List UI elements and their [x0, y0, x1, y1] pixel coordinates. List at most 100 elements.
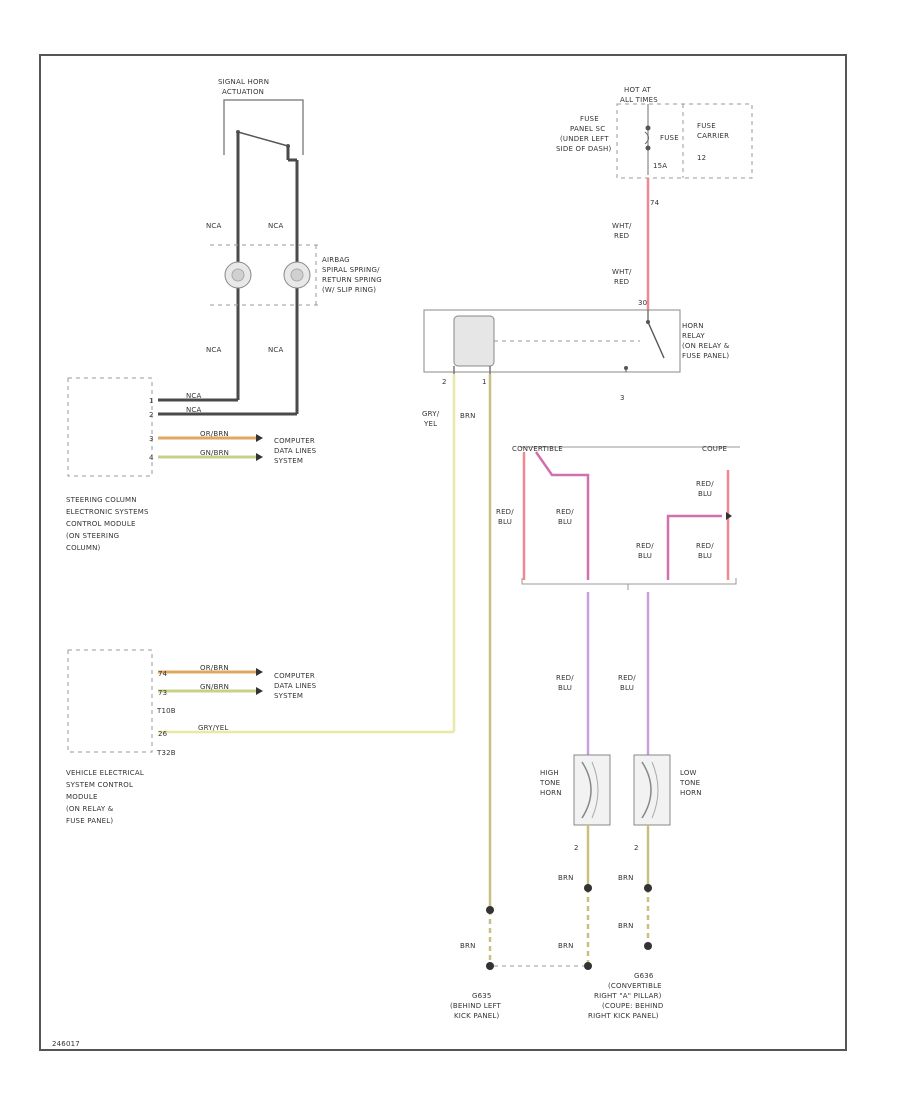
ground-right-label-5: RIGHT KICK PANEL)	[588, 1012, 659, 1020]
horn-relay-label-3: (ON RELAY &	[682, 342, 730, 350]
vescm-label-1: VEHICLE ELECTRICAL	[66, 769, 144, 777]
computer-data-lines-2b: DATA LINES	[274, 682, 317, 690]
vescm-wire-1: OR/BRN	[200, 664, 229, 672]
fuse-panel-sc	[616, 103, 753, 179]
computer-data-lines-1b: DATA LINES	[274, 447, 317, 455]
sccm-pin-4: 4	[149, 454, 154, 462]
brn-relay: BRN	[460, 412, 476, 420]
sccm-label-1: STEERING COLUMN	[66, 496, 137, 504]
ground-right-label-1: G636	[634, 972, 654, 980]
ground-right-label-2: (CONVERTIBLE	[608, 982, 662, 990]
nca-label-2: NCA	[268, 222, 284, 230]
fuse-number: 12	[697, 154, 706, 162]
fuse-panel-label-1: FUSE	[580, 115, 599, 123]
computer-data-lines-1a: COMPUTER	[274, 437, 315, 445]
wht-red-1a: WHT/	[612, 222, 632, 230]
t10b-label: T10B	[156, 707, 176, 715]
low-horn-pin-2: 2	[634, 844, 639, 852]
relay-pin-2: 2	[442, 378, 447, 386]
diagram-frame	[39, 54, 847, 1051]
airbag-label-2: SPIRAL SPRING/	[322, 266, 380, 274]
horn-relay-label-2: RELAY	[682, 332, 705, 340]
hot-at-label: HOT AT	[624, 86, 652, 94]
vescm-label-3: MODULE	[66, 793, 98, 801]
brn-label-1: BRN	[558, 874, 574, 882]
red-blu-4a: RED/	[636, 542, 654, 550]
nca-label-1: NCA	[206, 222, 222, 230]
wht-red-2b: RED	[614, 278, 629, 286]
ground-left-label-1: G635	[472, 992, 492, 1000]
relay-pin-3: 3	[620, 394, 625, 402]
ground-left-label-2: (BEHIND LEFT	[450, 1002, 502, 1010]
vescm-pin-74: 74	[158, 670, 168, 678]
fuse-panel-label-2: PANEL SC	[570, 125, 605, 133]
sccm-label-4: (ON STEERING	[66, 532, 119, 540]
low-tone-label-2: TONE	[679, 779, 700, 787]
red-blu-1a: RED/	[496, 508, 514, 516]
red-blu-3a: RED/	[696, 480, 714, 488]
gry-yel-a: GRY/	[422, 410, 440, 418]
signal-horn-switch	[223, 99, 304, 160]
fuse-amp: 15A	[653, 162, 667, 170]
sccm-wire-nca-2: NCA	[186, 406, 202, 414]
red-blu-6b: BLU	[558, 684, 572, 692]
red-blu-5a: RED/	[696, 542, 714, 550]
red-blu-7a: RED/	[618, 674, 636, 682]
red-blu-2a: RED/	[556, 508, 574, 516]
low-tone-label-3: HORN	[680, 789, 702, 797]
sccm-wire-nca-1: NCA	[186, 392, 202, 400]
brn-label-2: BRN	[618, 874, 634, 882]
wht-red-2a: WHT/	[612, 268, 632, 276]
vescm-label-2: SYSTEM CONTROL	[66, 781, 133, 789]
red-blu-5b: BLU	[698, 552, 712, 560]
horn-relay-label-4: FUSE PANEL)	[682, 352, 729, 360]
computer-data-lines-1c: SYSTEM	[274, 457, 303, 465]
airbag-spiral-spring	[210, 244, 320, 306]
sccm-label-2: ELECTRONIC SYSTEMS	[66, 508, 149, 516]
vescm-wire-2: GN/BRN	[200, 683, 229, 691]
red-blu-4b: BLU	[638, 552, 652, 560]
vescm-label-4: (ON RELAY &	[66, 805, 114, 813]
signal-horn-label: SIGNAL HORN	[218, 78, 269, 86]
nca-label-3: NCA	[206, 346, 222, 354]
red-blu-1b: BLU	[498, 518, 512, 526]
sccm-label-3: CONTROL MODULE	[66, 520, 136, 528]
fuse-panel-label-3: (UNDER LEFT	[560, 135, 609, 143]
airbag-label-4: (W/ SLIP RING)	[322, 286, 376, 294]
sccm-pin-3: 3	[149, 435, 154, 443]
sccm-label-5: COLUMN)	[66, 544, 101, 552]
high-tone-label-1: HIGH	[540, 769, 559, 777]
sccm-wire-or-brn: OR/BRN	[200, 430, 229, 438]
high-tone-horn	[573, 754, 611, 826]
fuse-carrier-label-2: CARRIER	[697, 132, 729, 140]
airbag-label-3: RETURN SPRING	[322, 276, 382, 284]
red-blu-2b: BLU	[558, 518, 572, 526]
red-blu-3b: BLU	[698, 490, 712, 498]
vehicle-electrical-module-box	[67, 649, 153, 753]
ground-right-label-3: RIGHT "A" PILLAR)	[594, 992, 662, 1000]
horn-relay	[423, 309, 681, 374]
relay-pin-1: 1	[482, 378, 487, 386]
coupe-label: COUPE	[702, 445, 727, 453]
steering-column-module-box	[67, 377, 153, 477]
airbag-label-1: AIRBAG	[322, 256, 350, 264]
brn-label-5: BRN	[618, 922, 634, 930]
vescm-pin-26: 26	[158, 730, 168, 738]
vescm-wire-3: GRY/YEL	[198, 724, 228, 732]
high-tone-label-3: HORN	[540, 789, 562, 797]
figure-id: 246017	[52, 1040, 80, 1048]
computer-data-lines-2c: SYSTEM	[274, 692, 303, 700]
brn-label-4: BRN	[558, 942, 574, 950]
vescm-label-5: FUSE PANEL)	[66, 817, 113, 825]
horn-relay-label-1: HORN	[682, 322, 704, 330]
nca-label-4: NCA	[268, 346, 284, 354]
fuse-carrier-label-1: FUSE	[697, 122, 716, 130]
low-tone-horn	[633, 754, 671, 826]
t32b-label: T32B	[156, 749, 176, 757]
high-horn-pin-2: 2	[574, 844, 579, 852]
wht-red-1b: RED	[614, 232, 629, 240]
vescm-pin-73: 73	[158, 689, 167, 697]
fuse-panel-label-4: SIDE OF DASH)	[556, 145, 611, 153]
red-blu-7b: BLU	[620, 684, 634, 692]
